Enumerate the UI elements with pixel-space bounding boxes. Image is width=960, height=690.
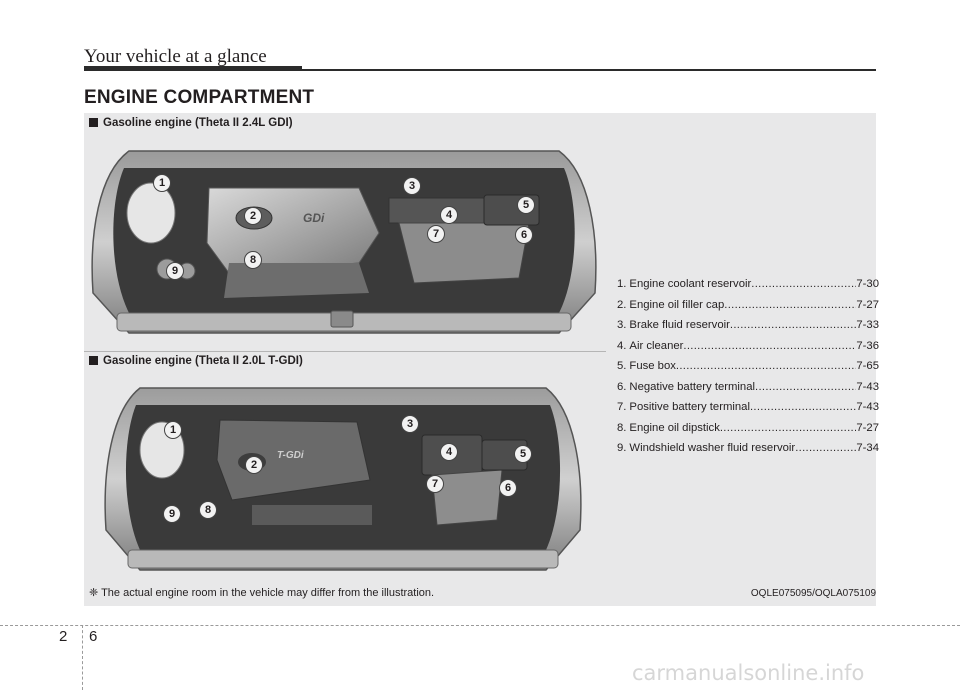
footer-divider xyxy=(82,625,83,690)
header-rule-thick xyxy=(84,66,302,71)
callout-4: 4 xyxy=(440,443,458,461)
bullet-square-icon xyxy=(89,118,98,127)
callout-8: 8 xyxy=(199,501,217,519)
legend-page: 7-43 xyxy=(856,380,879,393)
divider xyxy=(84,351,606,352)
callout-8: 8 xyxy=(244,251,262,269)
legend-number: 2. xyxy=(617,298,627,311)
legend-page: 7-30 xyxy=(856,278,879,290)
footer-rule xyxy=(0,625,960,626)
section-title: ENGINE COMPARTMENT xyxy=(84,87,315,108)
legend-item: 5.Fuse box 7-65 xyxy=(617,356,879,377)
callout-1: 1 xyxy=(153,174,171,192)
legend-page: 7-36 xyxy=(856,339,879,352)
legend-number: 1. xyxy=(617,278,627,290)
legend-item: 8.Engine oil dipstick 7-27 xyxy=(617,418,879,439)
legend-number: 5. xyxy=(617,360,627,372)
legend-item: 9.Windshield washer fluid reservoir 7-34 xyxy=(617,438,879,459)
legend-item: 7.Positive battery terminal 7-43 xyxy=(617,397,879,418)
header-title: Your vehicle at a glance xyxy=(84,46,267,67)
engine-heading-1: Gasoline engine (Theta II 2.4L GDI) xyxy=(89,117,293,129)
legend-number: 4. xyxy=(617,339,627,352)
bullet-square-icon xyxy=(89,356,98,365)
legend-label: Negative battery terminal xyxy=(629,380,756,393)
legend-number: 9. xyxy=(617,442,627,454)
callout-9: 9 xyxy=(166,262,184,280)
legend-page: 7-34 xyxy=(856,442,879,454)
engine-logo-1: GDi xyxy=(303,211,325,225)
legend-label: Engine coolant reservoir xyxy=(629,278,752,290)
legend-label: Positive battery terminal xyxy=(629,401,750,413)
legend-item: 2.Engine oil filler cap 7-27 xyxy=(617,295,879,316)
engine-logo-2: T-GDi xyxy=(277,450,304,461)
legend-item: 1.Engine coolant reservoir 7-30 xyxy=(617,274,879,295)
legend-item: 3.Brake fluid reservoir 7-33 xyxy=(617,315,879,336)
legend-label: Engine oil filler cap xyxy=(629,298,725,311)
legend-page: 7-33 xyxy=(856,319,879,331)
engine-heading-2-text: Gasoline engine (Theta II 2.0L T-GDI) xyxy=(103,355,303,367)
legend-page: 7-27 xyxy=(856,421,879,434)
legend-number: 3. xyxy=(617,319,627,331)
callout-5: 5 xyxy=(517,196,535,214)
legend-label: Windshield washer fluid reservoir xyxy=(629,442,796,454)
legend-page: 7-43 xyxy=(856,401,879,413)
legend-number: 7. xyxy=(617,401,627,413)
callout-7: 7 xyxy=(427,225,445,243)
callout-1: 1 xyxy=(164,421,182,439)
legend-label: Brake fluid reservoir xyxy=(629,319,730,331)
legend-label: Air cleaner xyxy=(629,339,684,352)
engine-heading-1-text: Gasoline engine (Theta II 2.4L GDI) xyxy=(103,117,293,129)
callout-2: 2 xyxy=(244,207,262,225)
image-code: OQLE075095/OQLA075109 xyxy=(750,588,876,599)
page-number: 6 xyxy=(89,628,98,645)
legend-number: 6. xyxy=(617,380,627,393)
callout-3: 3 xyxy=(401,415,419,433)
chapter-number: 2 xyxy=(59,628,68,645)
engine-heading-2: Gasoline engine (Theta II 2.0L T-GDI) xyxy=(89,355,303,367)
legend-item: 4.Air cleaner 7-36 xyxy=(617,336,879,357)
legend-number: 8. xyxy=(617,421,627,434)
header-rule-thin xyxy=(302,69,876,71)
callout-9: 9 xyxy=(163,505,181,523)
illustration-note: ❈ The actual engine room in the vehicle … xyxy=(89,587,435,599)
legend-item: 6.Negative battery terminal 7-43 xyxy=(617,377,879,398)
legend-page: 7-27 xyxy=(856,298,879,311)
watermark: carmanualsonline.info xyxy=(632,661,865,685)
callout-4: 4 xyxy=(440,206,458,224)
legend-page: 7-65 xyxy=(856,360,879,372)
component-legend: 1.Engine coolant reservoir7-30 2.Engine … xyxy=(617,274,879,459)
callout-3: 3 xyxy=(403,177,421,195)
legend-label: Fuse box xyxy=(629,360,676,372)
legend-label: Engine oil dipstick xyxy=(629,421,720,434)
callout-5: 5 xyxy=(514,445,532,463)
callout-6: 6 xyxy=(499,479,517,497)
engine-illustration-2 xyxy=(104,387,582,571)
callout-2: 2 xyxy=(245,456,263,474)
callout-6: 6 xyxy=(515,226,533,244)
callout-7: 7 xyxy=(426,475,444,493)
